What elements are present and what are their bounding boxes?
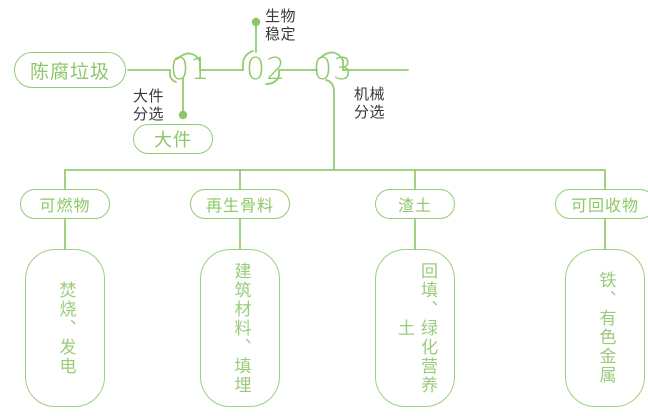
outcome-box-slag-soil[interactable]: 回填、绿化营养土 <box>375 249 455 407</box>
outcome-text-recyclable: 铁、有色金属 <box>596 271 616 385</box>
outcome-text-combustible: 焚烧、发电 <box>56 280 76 376</box>
annotation-step-03: 机械 分选 <box>354 86 386 121</box>
node-side-output[interactable]: 大件 <box>133 124 213 154</box>
category-pill-combustible[interactable]: 可燃物 <box>20 189 110 219</box>
step-number-02[interactable]: 02 <box>246 52 287 87</box>
category-pill-recyclable[interactable]: 可回收物 <box>555 189 648 219</box>
outcome-text-slag-soil: 回填、绿化营养土 <box>395 261 437 395</box>
outcome-box-recyclable[interactable]: 铁、有色金属 <box>565 249 645 407</box>
category-pill-recycled-aggregate[interactable]: 再生骨料 <box>190 189 290 219</box>
node-root[interactable]: 陈腐垃圾 <box>14 52 126 88</box>
step-number-01[interactable]: 01 <box>170 52 211 87</box>
outcome-box-combustible[interactable]: 焚烧、发电 <box>25 249 105 407</box>
annotation-step-02: 生物 稳定 <box>265 8 297 43</box>
category-pill-slag-soil[interactable]: 渣土 <box>375 189 455 219</box>
outcome-box-recycled-aggregate[interactable]: 建筑材料、填埋 <box>200 249 280 407</box>
annotation-step-01: 大件 分选 <box>133 88 165 123</box>
step-number-03[interactable]: 03 <box>313 52 354 87</box>
outcome-text-recycled-aggregate: 建筑材料、填埋 <box>231 261 251 395</box>
